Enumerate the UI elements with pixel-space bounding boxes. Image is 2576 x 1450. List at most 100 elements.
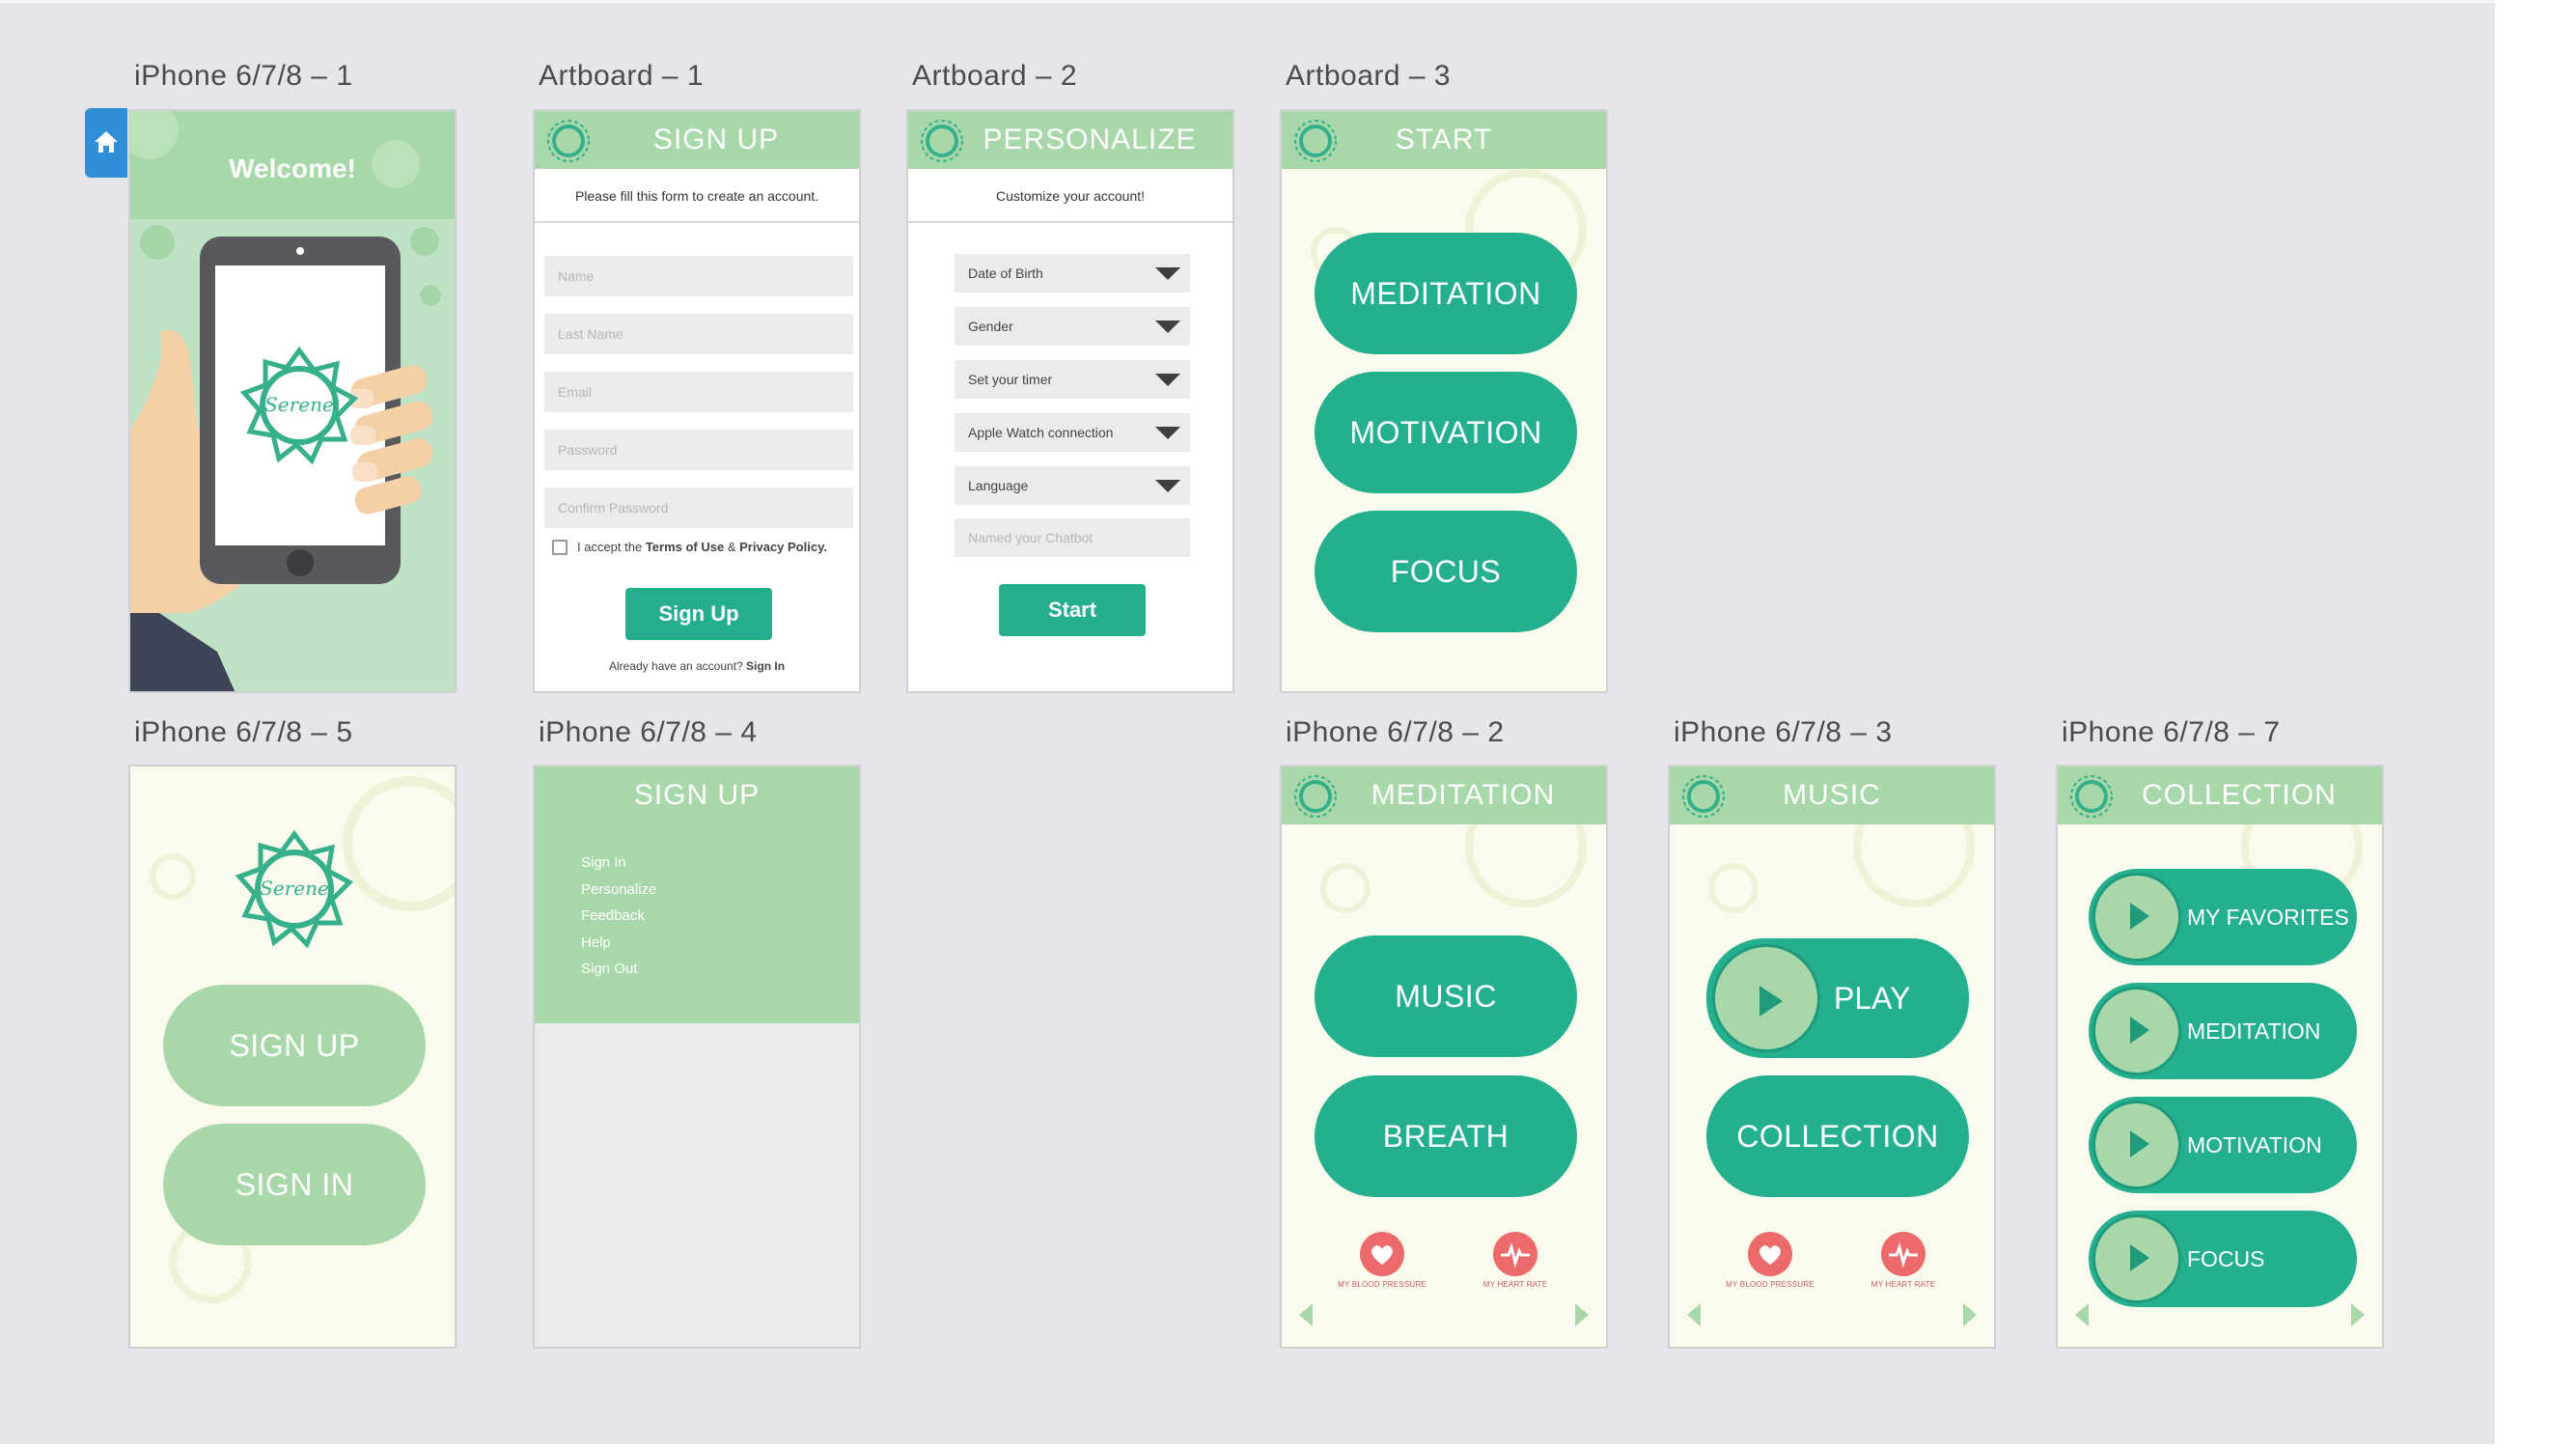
last-name-field[interactable]: Last Name: [544, 314, 853, 354]
menu-panel: [535, 767, 859, 1023]
header-bar: MEDITATION: [1282, 767, 1606, 824]
play-circle: [2092, 873, 2181, 962]
play-icon: [2130, 1130, 2149, 1157]
next-arrow-icon[interactable]: [1963, 1303, 1977, 1326]
chatbot-name-field[interactable]: Named your Chatbot: [955, 518, 1190, 557]
collection-screen: COLLECTION MY FAVORITES MEDITATION MOTIV…: [2056, 765, 2384, 1349]
play-circle: [1712, 944, 1820, 1052]
play-circle: [2092, 1101, 2181, 1189]
terms-text: I accept the Terms of Use & Privacy Poli…: [577, 540, 827, 554]
privacy-policy-link[interactable]: Privacy Policy.: [739, 540, 827, 554]
language-select[interactable]: Language: [955, 466, 1190, 505]
serene-logo-icon: [1294, 120, 1337, 162]
meditation-button[interactable]: MEDITATION: [1315, 233, 1577, 354]
dropdown-arrow-icon: [1155, 427, 1180, 439]
next-arrow-icon[interactable]: [1575, 1303, 1589, 1326]
logo-text: Serene: [260, 877, 329, 900]
page-title: SIGN UP: [652, 124, 780, 155]
customize-subtitle: Customize your account!: [908, 171, 1233, 223]
pulse-icon: [1881, 1232, 1925, 1276]
next-arrow-icon[interactable]: [2351, 1303, 2365, 1326]
heart-rate-widget[interactable]: MY HEART RATE: [1855, 1232, 1952, 1289]
serene-logo-icon: [921, 120, 963, 162]
artboard-label[interactable]: Artboard – 3: [1286, 60, 1452, 92]
blood-pressure-widget[interactable]: MY BLOOD PRESSURE: [1722, 1232, 1818, 1289]
canvas-right-panel: [2495, 0, 2576, 1450]
play-icon: [2130, 1244, 2149, 1271]
previous-arrow-icon[interactable]: [2075, 1303, 2089, 1326]
menu-item-help[interactable]: Help: [581, 934, 611, 951]
header-bar: START: [1282, 111, 1606, 169]
menu-item-feedback[interactable]: Feedback: [581, 907, 645, 924]
serene-logo-icon: [1294, 775, 1337, 818]
sign-up-button[interactable]: Sign Up: [625, 588, 772, 640]
gender-select[interactable]: Gender: [955, 307, 1190, 346]
heart-icon: [1360, 1232, 1404, 1276]
email-field[interactable]: Email: [544, 372, 853, 412]
menu-item-personalize[interactable]: Personalize: [581, 880, 657, 898]
artboard-label[interactable]: iPhone 6/7/8 – 1: [134, 60, 353, 92]
menu-item-sign-out[interactable]: Sign Out: [581, 961, 638, 977]
music-button[interactable]: MUSIC: [1315, 935, 1577, 1057]
terms-checkbox[interactable]: [552, 540, 568, 555]
sign-in-button[interactable]: SIGN IN: [163, 1124, 426, 1245]
dropdown-arrow-icon: [1155, 480, 1180, 492]
header-bar: SIGN UP: [535, 111, 859, 169]
page-title: MEDITATION: [1371, 779, 1556, 811]
landing-screen: Serene SIGN UP SIGN IN: [128, 765, 457, 1349]
motivation-button[interactable]: MOTIVATION: [1315, 372, 1577, 493]
pulse-icon: [1493, 1232, 1537, 1276]
artboard-label[interactable]: Artboard – 1: [539, 60, 705, 92]
artboard-label[interactable]: iPhone 6/7/8 – 4: [539, 716, 758, 748]
play-icon: [2130, 1017, 2149, 1044]
focus-item[interactable]: FOCUS: [2089, 1211, 2357, 1307]
artboard-label[interactable]: iPhone 6/7/8 – 2: [1286, 716, 1505, 748]
welcome-title: Welcome!: [229, 153, 356, 183]
menu-item-sign-in[interactable]: Sign In: [581, 854, 626, 871]
name-field[interactable]: Name: [544, 256, 853, 296]
terms-of-use-link[interactable]: Terms of Use: [645, 540, 725, 554]
sign-up-button[interactable]: SIGN UP: [163, 985, 426, 1106]
play-button[interactable]: PLAY: [1706, 938, 1969, 1058]
blood-pressure-widget[interactable]: MY BLOOD PRESSURE: [1334, 1232, 1430, 1289]
heart-rate-widget[interactable]: MY HEART RATE: [1467, 1232, 1564, 1289]
timer-select[interactable]: Set your timer: [955, 360, 1190, 399]
collection-button[interactable]: COLLECTION: [1706, 1075, 1969, 1197]
focus-button[interactable]: FOCUS: [1315, 511, 1577, 632]
meditation-item[interactable]: MEDITATION: [2089, 983, 2357, 1079]
apple-watch-select[interactable]: Apple Watch connection: [955, 413, 1190, 452]
canvas-bottom-edge: [0, 1444, 2495, 1450]
page-title: START: [1395, 124, 1493, 155]
start-button[interactable]: Start: [999, 584, 1146, 636]
play-circle: [2092, 1214, 2181, 1303]
date-of-birth-select[interactable]: Date of Birth: [955, 254, 1190, 293]
serene-logo-icon: [1682, 775, 1725, 818]
heart-icon: [1748, 1232, 1792, 1276]
header-bar: COLLECTION: [2058, 767, 2382, 824]
signup-screen: SIGN UP Please fill this form to create …: [533, 109, 861, 693]
play-icon: [1759, 986, 1783, 1017]
serene-logo-icon: [2070, 775, 2113, 818]
artboard-label[interactable]: iPhone 6/7/8 – 5: [134, 716, 353, 748]
confirm-password-field[interactable]: Confirm Password: [544, 488, 853, 528]
motivation-item[interactable]: MOTIVATION: [2089, 1097, 2357, 1193]
start-screen: START MEDITATION MOTIVATION FOCUS: [1280, 109, 1608, 693]
my-favorites-item[interactable]: MY FAVORITES: [2089, 869, 2357, 965]
play-circle: [2092, 987, 2181, 1075]
previous-arrow-icon[interactable]: [1299, 1303, 1313, 1326]
dropdown-arrow-icon: [1155, 321, 1180, 333]
sign-in-link[interactable]: Sign In: [746, 659, 786, 673]
breath-button[interactable]: BREATH: [1315, 1075, 1577, 1197]
home-icon[interactable]: [85, 108, 127, 178]
logo-text: Serene: [264, 393, 334, 416]
music-screen: MUSIC PLAY COLLECTION MY BLOOD PRESSURE …: [1668, 765, 1996, 1349]
previous-arrow-icon[interactable]: [1687, 1303, 1701, 1326]
play-icon: [2130, 903, 2149, 930]
artboard-label[interactable]: Artboard – 2: [912, 60, 1078, 92]
hand-holding-phone-illustration: [130, 237, 433, 691]
password-field[interactable]: Password: [544, 430, 853, 470]
artboard-label[interactable]: iPhone 6/7/8 – 7: [2062, 716, 2281, 748]
page-title: SIGN UP: [633, 779, 761, 811]
menu-list: Sign In Personalize Feedback Help Sign O…: [581, 850, 656, 983]
artboard-label[interactable]: iPhone 6/7/8 – 3: [1674, 716, 1893, 748]
